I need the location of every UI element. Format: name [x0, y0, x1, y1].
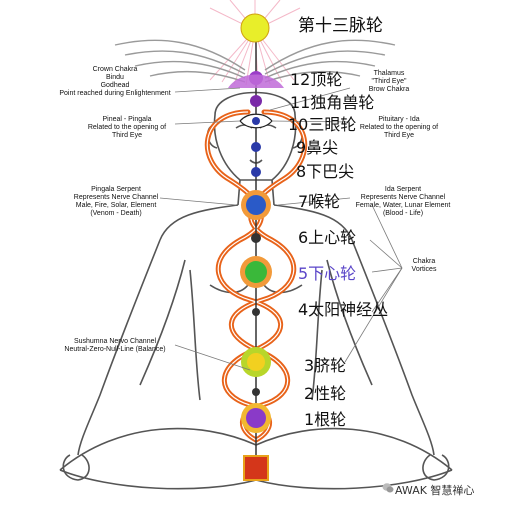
vortices-line-1: Chakra: [412, 258, 436, 265]
ida-line-2: Represents Nerve Channel: [360, 194, 446, 201]
crown-line-2: Bindu: [106, 74, 124, 81]
pituitary-line-3: Third Eye: [384, 132, 414, 139]
chakra-label-1: 1根轮: [304, 410, 347, 429]
serpent-inner: [206, 111, 306, 441]
sushumna-annotation: Sushumna Nervo Channel Neutral-Zero-Null…: [50, 338, 180, 354]
crown-line-4: Point reached during Enlightenment: [59, 90, 171, 97]
vortices-annotation: Chakra Vortices: [404, 258, 444, 274]
pineal-line-3: Third Eye: [112, 132, 142, 139]
wechat-icon: [382, 483, 394, 493]
pingala-annotation: Pingala Serpent Represents Nerve Channel…: [66, 186, 166, 218]
chakra-11-point: [250, 95, 262, 107]
pituitary-annotation: Pituitary - Ida Related to the opening o…: [354, 116, 444, 140]
solar-plexus-icon: [241, 347, 271, 377]
chakra-label-7: 7喉轮: [298, 192, 341, 211]
pingala-line-1: Pingala Serpent: [91, 186, 141, 193]
chakra-label-8: 8下巴尖: [296, 162, 355, 181]
chakra-2-point: [252, 388, 260, 396]
throat-chakra-icon: [241, 190, 271, 220]
chakra-13-point: [240, 13, 270, 43]
sushumna-line-2: Neutral-Zero-Null-Line (Balance): [64, 346, 166, 353]
pituitary-line-1: Pituitary - Ida: [378, 116, 420, 123]
pineal-line-1: Pineal - Pingala: [102, 116, 152, 123]
chakra-8-point: [251, 167, 261, 177]
chakra-label-9: 9鼻尖: [296, 138, 339, 157]
third-eye-icon: [239, 113, 273, 129]
pituitary-line-2: Related to the opening of: [359, 124, 439, 131]
chakra-label-6: 6上心轮: [298, 228, 357, 247]
ida-line-1: Ida Serpent: [384, 186, 422, 193]
crown-lotus-icon: [228, 74, 284, 88]
thalamus-line-3: Brow Chakra: [368, 86, 410, 93]
pingala-line-4: (Venom - Death): [90, 210, 142, 217]
chakra-4-point: [252, 308, 260, 316]
chakra-label-5: 5下心轮: [298, 264, 357, 283]
ida-line-4: (Blood - Life): [382, 210, 424, 217]
chakra-6-point: [251, 233, 261, 243]
pingala-line-3: Male, Fire, Solar, Element: [75, 202, 157, 209]
chakra-label-12: 12顶轮: [290, 70, 343, 89]
pineal-annotation: Pineal - Pingala Related to the opening …: [82, 116, 172, 140]
wings: [114, 39, 396, 83]
crown-line-1: Crown Chakra: [92, 66, 138, 73]
chakra-label-4: 4太阳神经丛: [298, 300, 389, 319]
pineal-line-2: Related to the opening of: [87, 124, 167, 131]
root-chakra-icon: [243, 455, 269, 481]
pointer-lines: [159, 87, 403, 371]
chakra-points: [228, 13, 284, 481]
chakra-label-2: 2性轮: [304, 384, 347, 403]
sushumna-line-1: Sushumna Nervo Channel: [73, 338, 157, 345]
sacral-chakra-icon: [241, 403, 271, 433]
chakra-label-10: 10三眼轮: [288, 115, 357, 134]
thalamus-line-1: Thalamus: [373, 70, 405, 77]
ida-line-3: Female, Water, Lunar Element: [355, 202, 451, 209]
chakra-9-point: [251, 142, 261, 152]
ida-annotation: Ida Serpent Represents Nerve Channel Fem…: [348, 186, 458, 218]
heart-chakra-icon: [240, 256, 272, 288]
crown-annotation: Crown Chakra Bindu Godhead Point reached…: [50, 66, 180, 98]
vortices-line-2: Vortices: [411, 266, 437, 273]
chakra-label-3: 3脐轮: [304, 356, 347, 375]
thalamus-annotation: Thalamus "Third Eye" Brow Chakra: [354, 70, 424, 94]
chakra-label-13: 第十三脉轮: [298, 16, 383, 36]
chakra-label-11: 11独角兽轮: [290, 93, 375, 112]
crown-line-3: Godhead: [100, 82, 130, 89]
pingala-line-2: Represents Nerve Channel: [73, 194, 159, 201]
thalamus-line-2: "Third Eye": [371, 78, 407, 85]
watermark: AWAK 智慧禅心: [395, 484, 475, 497]
